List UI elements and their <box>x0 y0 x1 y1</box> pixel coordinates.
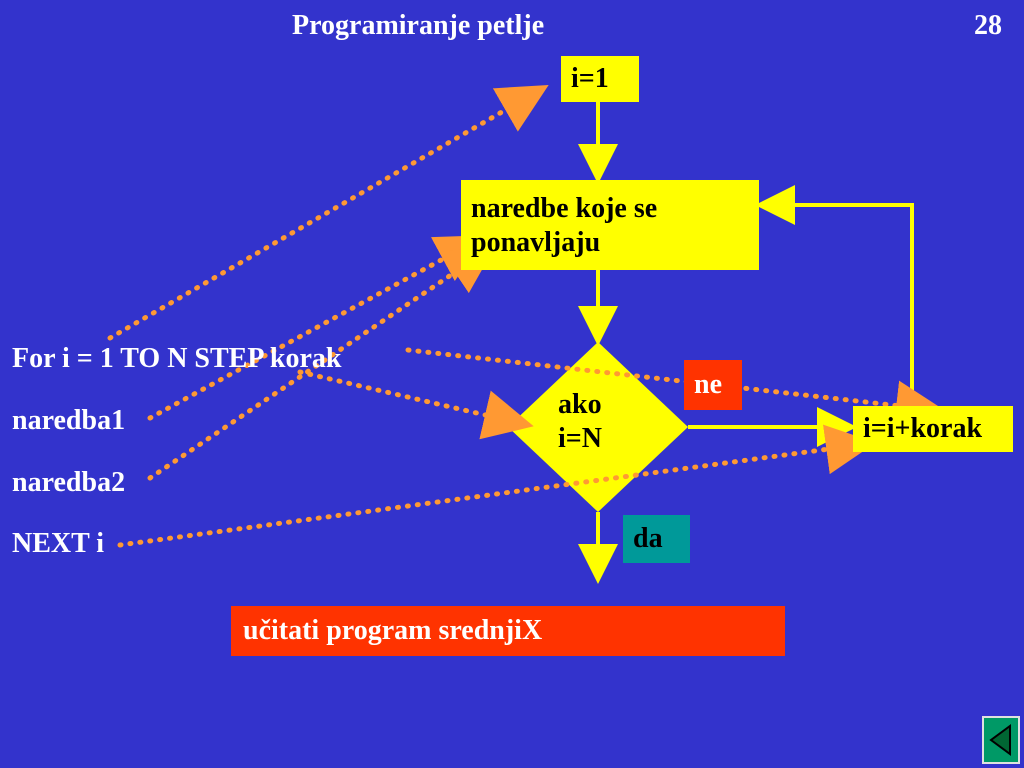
code-line-next: NEXT i <box>12 528 105 559</box>
loop-body-box: naredbe koje se ponavljaju <box>461 180 759 270</box>
back-button[interactable] <box>982 716 1020 764</box>
no-label: ne <box>684 360 742 410</box>
condition-line1: ako <box>558 389 602 420</box>
code-line-for: For i = 1 TO N STEP korak <box>12 343 342 374</box>
dotted-for-to-increment <box>405 347 946 431</box>
dotted-naredba2-to-body <box>147 244 497 481</box>
next-step-box: učitati program srednjiX <box>231 606 785 656</box>
page-title: Programiranje petlje <box>292 10 545 41</box>
code-line-naredba2: naredba2 <box>12 467 126 498</box>
condition-text: ako i=N <box>558 388 602 456</box>
dotted-for-to-condition <box>297 369 534 440</box>
triangle-left-icon <box>989 724 1011 756</box>
condition-line2: i=N <box>558 423 602 454</box>
arrow-increment-to-body <box>755 185 914 406</box>
slide-number: 28 <box>974 10 1002 41</box>
loop-body-line1: naredbe koje se <box>471 193 658 224</box>
code-line-naredba1: naredba1 <box>12 405 126 436</box>
decision-diamond <box>508 342 688 512</box>
dotted-for-to-init <box>107 85 549 341</box>
yes-label: da <box>623 515 690 563</box>
dotted-next-to-increment <box>117 424 876 548</box>
loop-body-line2: ponavljaju <box>471 227 601 258</box>
init-box: i=1 <box>561 56 639 102</box>
increment-box: i=i+korak <box>853 406 1013 452</box>
dotted-naredba1-to-body <box>147 235 487 421</box>
